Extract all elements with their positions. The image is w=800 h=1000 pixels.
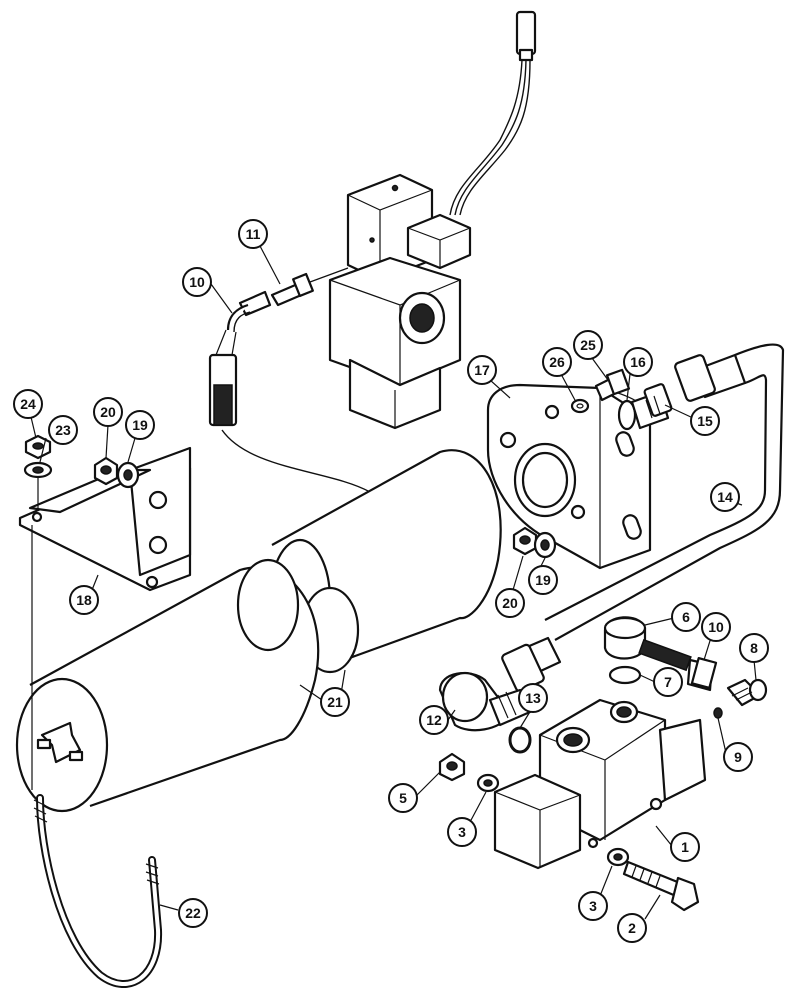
callout-23: 23 xyxy=(48,415,78,445)
fitting-15 xyxy=(630,383,673,430)
callout-17: 17 xyxy=(467,355,497,385)
svg-text:3: 3 xyxy=(589,898,597,914)
svg-text:7: 7 xyxy=(664,674,672,690)
callout-19-left: 19 xyxy=(125,410,155,440)
bolt-2 xyxy=(622,860,700,912)
oring-7 xyxy=(608,665,642,685)
callout-24: 24 xyxy=(13,389,43,419)
callout-19-right: 19 xyxy=(528,565,558,595)
svg-text:10: 10 xyxy=(708,619,724,635)
fitting-11 xyxy=(270,272,314,307)
tube-10-upper xyxy=(208,290,272,427)
nut-20-right xyxy=(512,526,538,556)
electrical-connector xyxy=(449,10,537,216)
svg-text:18: 18 xyxy=(76,592,92,608)
washer-19-right xyxy=(533,531,557,559)
svg-text:6: 6 xyxy=(682,609,690,625)
svg-text:10: 10 xyxy=(189,274,205,290)
washer-26 xyxy=(570,398,590,414)
tube-10-lower xyxy=(638,638,718,692)
callout-16: 16 xyxy=(623,347,653,377)
callout-26: 26 xyxy=(542,347,572,377)
svg-text:1: 1 xyxy=(681,839,689,855)
svg-text:19: 19 xyxy=(132,417,148,433)
washer-19-left xyxy=(116,461,140,489)
callout-leaders xyxy=(30,245,757,920)
cap-6 xyxy=(603,616,647,660)
callout-9: 9 xyxy=(723,742,753,772)
svg-text:2: 2 xyxy=(628,920,636,936)
callout-10-lower: 10 xyxy=(701,612,731,642)
leader-line xyxy=(309,267,349,283)
svg-text:25: 25 xyxy=(580,337,596,353)
expansion-valve-1 xyxy=(493,698,707,870)
callout-18: 18 xyxy=(69,585,99,615)
callout-22: 22 xyxy=(178,898,208,928)
oring-9 xyxy=(713,707,723,719)
callout-20-left: 20 xyxy=(93,397,123,427)
svg-text:23: 23 xyxy=(55,422,71,438)
callout-3-lower: 3 xyxy=(578,891,608,921)
hose-14 xyxy=(501,343,785,693)
svg-text:14: 14 xyxy=(717,489,733,505)
callout-21: 21 xyxy=(320,687,350,717)
callout-7: 7 xyxy=(653,667,683,697)
svg-text:3: 3 xyxy=(458,824,466,840)
bolt-25 xyxy=(594,368,631,402)
nut-5 xyxy=(438,752,466,782)
callout-14: 14 xyxy=(710,482,740,512)
callout-25: 25 xyxy=(573,330,603,360)
bracket-17 xyxy=(486,383,652,570)
solenoid-valve xyxy=(328,173,472,430)
callout-12: 12 xyxy=(419,705,449,735)
nut-20-left xyxy=(93,456,119,486)
fitting-8 xyxy=(726,678,768,707)
washer-3-lower xyxy=(606,847,630,867)
callout-10-upper: 10 xyxy=(182,267,212,297)
svg-text:11: 11 xyxy=(246,226,261,242)
svg-text:19: 19 xyxy=(535,572,551,588)
u-bolt-22 xyxy=(33,794,163,989)
svg-text:16: 16 xyxy=(630,354,646,370)
callout-8: 8 xyxy=(739,633,769,663)
callout-2: 2 xyxy=(617,913,647,943)
svg-text:20: 20 xyxy=(502,595,518,611)
svg-text:26: 26 xyxy=(549,354,565,370)
svg-text:21: 21 xyxy=(327,694,343,710)
callout-20-right: 20 xyxy=(495,588,525,618)
nut-24 xyxy=(24,434,52,460)
washer-23 xyxy=(23,461,53,479)
oring-13 xyxy=(508,726,532,754)
callout-13: 13 xyxy=(518,683,548,713)
callout-3-upper: 3 xyxy=(447,817,477,847)
svg-text:15: 15 xyxy=(697,413,713,429)
callout-6: 6 xyxy=(671,602,701,632)
svg-text:22: 22 xyxy=(185,905,201,921)
svg-text:17: 17 xyxy=(474,362,490,378)
svg-text:8: 8 xyxy=(750,640,758,656)
wire-line xyxy=(221,429,371,493)
receiver-dryer-21 xyxy=(15,449,502,813)
svg-text:5: 5 xyxy=(399,790,407,806)
svg-text:13: 13 xyxy=(525,690,541,706)
svg-text:20: 20 xyxy=(100,404,116,420)
callout-5: 5 xyxy=(388,783,418,813)
svg-text:9: 9 xyxy=(734,749,742,765)
svg-text:24: 24 xyxy=(20,396,36,412)
callout-11: 11 xyxy=(238,219,268,249)
callout-15: 15 xyxy=(690,406,720,436)
washer-3-upper xyxy=(476,773,500,793)
callout-1: 1 xyxy=(670,832,700,862)
svg-text:12: 12 xyxy=(426,712,442,728)
